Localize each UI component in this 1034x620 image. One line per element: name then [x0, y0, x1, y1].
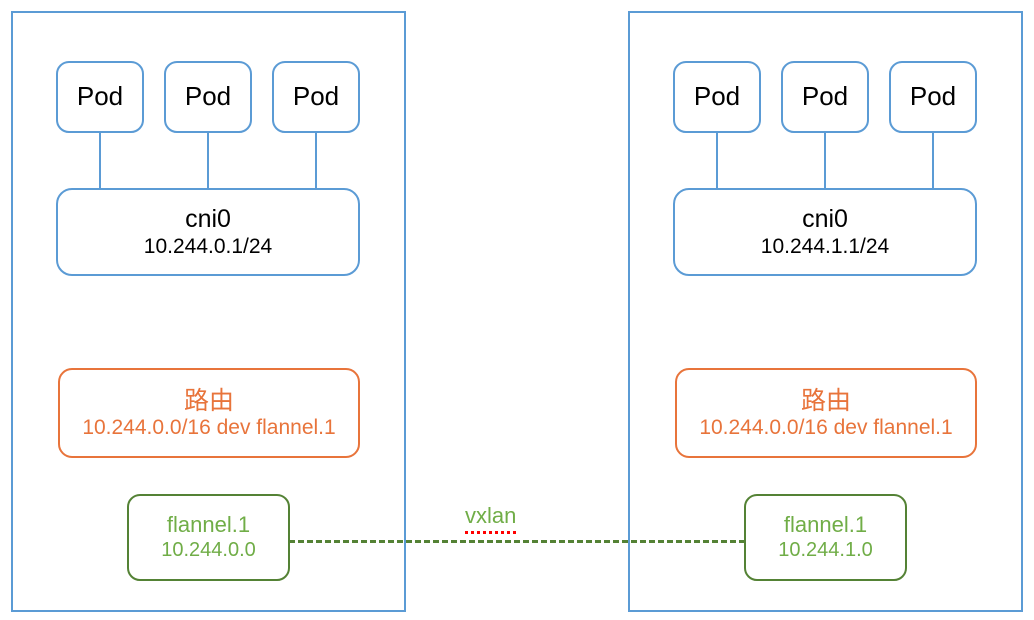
route-box[interactable]: 路由 10.244.0.0/16 dev flannel.1: [58, 368, 360, 458]
route-entry: 10.244.0.0/16 dev flannel.1: [699, 415, 953, 439]
pod-label: Pod: [76, 81, 124, 112]
route-entry: 10.244.0.0/16 dev flannel.1: [82, 415, 336, 439]
pod-box[interactable]: Pod: [56, 61, 144, 133]
node-panel-right: [628, 11, 1023, 612]
cni0-cidr: 10.244.0.1/24: [143, 235, 273, 259]
route-box[interactable]: 路由 10.244.0.0/16 dev flannel.1: [675, 368, 977, 458]
pod-label: Pod: [909, 81, 957, 112]
cni0-cidr: 10.244.1.1/24: [760, 235, 890, 259]
flannel-vtep-box[interactable]: flannel.1 10.244.0.0: [127, 494, 290, 581]
pod-box[interactable]: Pod: [272, 61, 360, 133]
pod-to-cni0-link: [207, 133, 209, 189]
flannel-address: 10.244.1.0: [778, 539, 873, 562]
pod-label: Pod: [693, 81, 741, 112]
vxlan-tunnel-label: vxlan: [465, 503, 517, 534]
flannel-address: 10.244.0.0: [161, 539, 256, 562]
cni0-name: cni0: [802, 205, 848, 234]
cni0-name: cni0: [185, 205, 231, 234]
pod-box[interactable]: Pod: [889, 61, 977, 133]
pod-box[interactable]: Pod: [673, 61, 761, 133]
pod-box[interactable]: Pod: [164, 61, 252, 133]
node-panel-left: [11, 11, 406, 612]
cni0-box[interactable]: cni0 10.244.0.1/24: [56, 188, 360, 276]
pod-label: Pod: [184, 81, 232, 112]
pod-to-cni0-link: [99, 133, 101, 189]
pod-to-cni0-link: [932, 133, 934, 189]
pod-to-cni0-link: [716, 133, 718, 189]
vxlan-tunnel-line: [289, 540, 745, 543]
pod-to-cni0-link: [824, 133, 826, 189]
flannel-name: flannel.1: [783, 512, 868, 538]
pod-label: Pod: [292, 81, 340, 112]
flannel-vtep-box[interactable]: flannel.1 10.244.1.0: [744, 494, 907, 581]
route-title: 路由: [800, 386, 851, 415]
route-title: 路由: [183, 386, 234, 415]
flannel-name: flannel.1: [166, 512, 251, 538]
pod-label: Pod: [801, 81, 849, 112]
pod-box[interactable]: Pod: [781, 61, 869, 133]
cni0-box[interactable]: cni0 10.244.1.1/24: [673, 188, 977, 276]
pod-to-cni0-link: [315, 133, 317, 189]
